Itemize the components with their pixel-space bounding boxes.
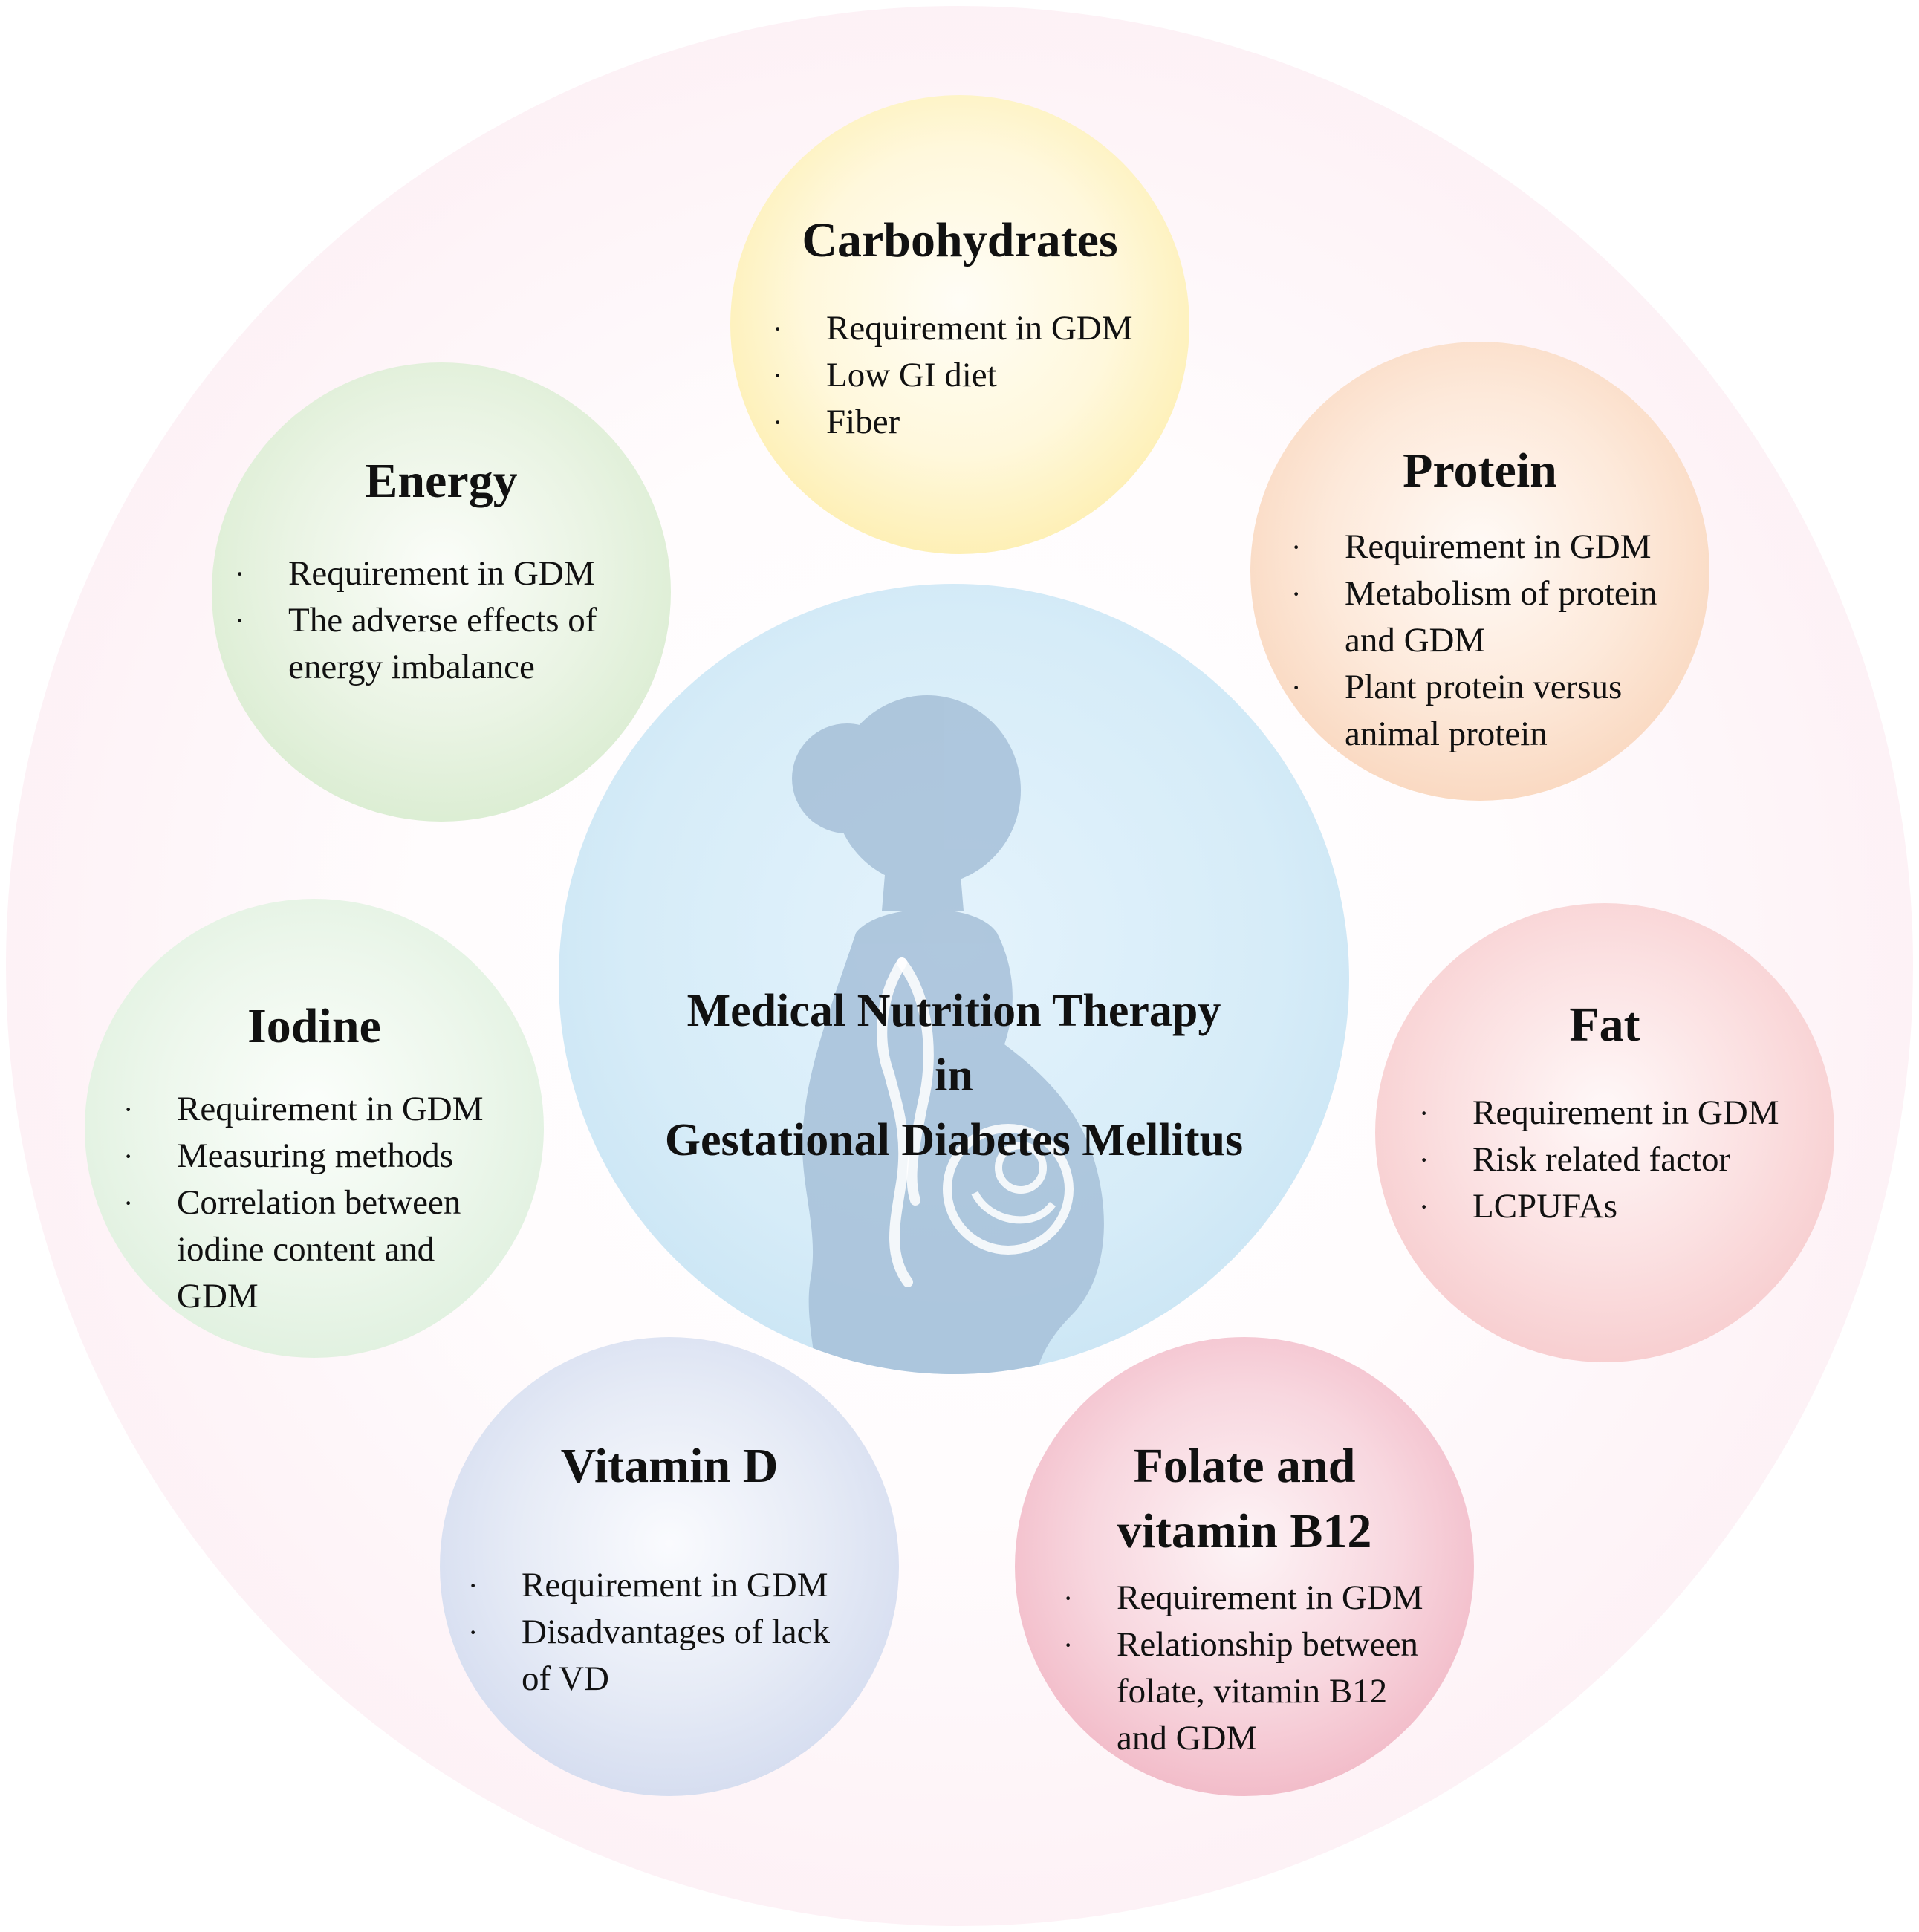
- list-item: ·Low GI diet: [773, 352, 1133, 399]
- bullet-icon: ·: [468, 1616, 478, 1649]
- iodine-list: ·Requirement in GDM ·Measuring methods ·…: [123, 1086, 484, 1320]
- bullet-icon: ·: [1419, 1096, 1429, 1130]
- bullet-icon: ·: [123, 1186, 134, 1220]
- bullet-icon: ·: [1063, 1581, 1074, 1615]
- bullet-icon: ·: [235, 557, 245, 591]
- list-item: of VD: [522, 1659, 609, 1698]
- iodine-circle: [85, 899, 544, 1358]
- carbohydrates-list: ·Requirement in GDM ·Low GI diet ·Fiber: [773, 305, 1133, 446]
- list-item: GDM: [177, 1277, 259, 1315]
- protein-title: Protein: [1403, 443, 1557, 498]
- folate-list: ·Requirement in GDM ·Relationship betwee…: [1063, 1575, 1423, 1762]
- folate-title-line2: vitamin B12: [1117, 1504, 1372, 1558]
- bullet-icon: ·: [123, 1093, 134, 1126]
- bullet-icon: ·: [1063, 1628, 1074, 1662]
- folate-title-line1: Folate and: [1133, 1439, 1356, 1493]
- fat-circle: [1375, 903, 1834, 1362]
- center-title-line3: Gestational Diabetes Mellitus: [664, 1115, 1244, 1165]
- bullet-icon: ·: [123, 1139, 134, 1173]
- fat-title: Fat: [1569, 998, 1640, 1052]
- list-item: energy imbalance: [288, 648, 535, 686]
- vitamin-d-title: Vitamin D: [560, 1439, 779, 1493]
- list-item: ·Disadvantages of lack: [468, 1609, 830, 1656]
- folate-circle: [1015, 1337, 1474, 1796]
- list-item: ·Fiber: [773, 399, 1133, 446]
- vitamin-d-list: ·Requirement in GDM ·Disadvantages of la…: [468, 1562, 830, 1702]
- list-item: ·LCPUFAs: [1419, 1183, 1779, 1230]
- iodine-title: Iodine: [247, 999, 381, 1053]
- bullet-icon: ·: [235, 604, 245, 637]
- list-item: ·Risk related factor: [1419, 1136, 1779, 1183]
- list-item: ·Measuring methods: [123, 1133, 484, 1180]
- carbohydrates-circle: [730, 95, 1189, 554]
- list-item: ·Requirement in GDM: [1063, 1575, 1423, 1622]
- bullet-icon: ·: [773, 359, 783, 392]
- protein-list: ·Requirement in GDM ·Metabolism of prote…: [1291, 524, 1657, 758]
- energy-list: ·Requirement in GDM ·The adverse effects…: [235, 550, 597, 691]
- bullet-icon: ·: [1419, 1190, 1429, 1223]
- center-title-line1: Medical Nutrition Therapy: [686, 986, 1221, 1036]
- energy-circle: [212, 362, 671, 822]
- list-item: animal protein: [1345, 715, 1548, 753]
- center-title: Medical Nutrition Therapy in Gestational…: [559, 979, 1349, 1173]
- list-item: ·Requirement in GDM: [235, 550, 597, 597]
- carbohydrates-title: Carbohydrates: [802, 213, 1118, 267]
- folate-title: Folate and vitamin B12: [1015, 1434, 1474, 1564]
- list-item: ·Requirement in GDM: [1291, 524, 1657, 570]
- list-item: ·Requirement in GDM: [123, 1086, 484, 1133]
- list-item: ·Requirement in GDM: [1419, 1090, 1779, 1136]
- list-item: and GDM: [1345, 621, 1486, 660]
- list-item: ·Correlation between: [123, 1180, 484, 1226]
- protein-circle: [1250, 342, 1709, 801]
- list-item: ·Relationship between: [1063, 1622, 1423, 1668]
- list-item: ·Requirement in GDM: [773, 305, 1133, 352]
- bullet-icon: ·: [1291, 530, 1302, 564]
- bullet-icon: ·: [1419, 1143, 1429, 1177]
- center-title-line2: in: [935, 1050, 973, 1101]
- pregnant-woman-silhouette-icon: [792, 695, 1104, 1374]
- list-item: ·Metabolism of protein: [1291, 570, 1657, 617]
- list-item: ·Requirement in GDM: [468, 1562, 830, 1609]
- bullet-icon: ·: [773, 406, 783, 439]
- bullet-icon: ·: [468, 1569, 478, 1602]
- energy-title: Energy: [365, 454, 518, 508]
- list-item: ·The adverse effects of: [235, 597, 597, 644]
- bullet-icon: ·: [773, 312, 783, 345]
- list-item: ·Plant protein versus: [1291, 664, 1657, 711]
- fat-list: ·Requirement in GDM ·Risk related factor…: [1419, 1090, 1779, 1230]
- vitamin-d-circle: [440, 1337, 899, 1796]
- list-item: iodine content and: [177, 1230, 435, 1269]
- bullet-icon: ·: [1291, 577, 1302, 611]
- bullet-icon: ·: [1291, 671, 1302, 704]
- list-item: and GDM: [1117, 1719, 1258, 1757]
- list-item: folate, vitamin B12: [1117, 1672, 1388, 1711]
- center-circle: [559, 584, 1349, 1374]
